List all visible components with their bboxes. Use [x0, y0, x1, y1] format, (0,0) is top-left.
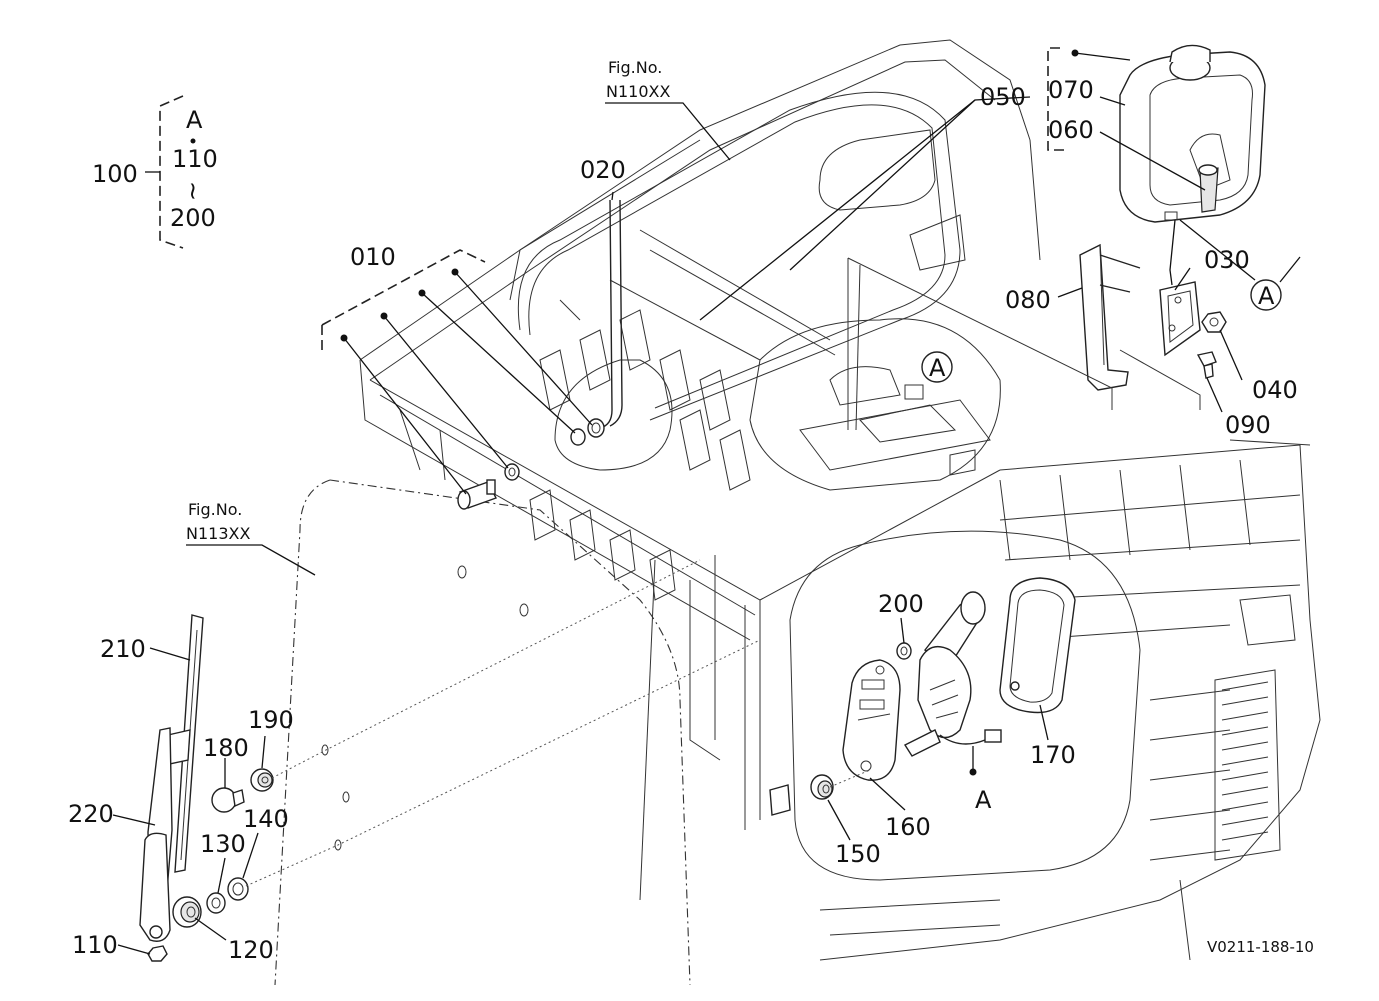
label-200: 200 — [878, 590, 924, 618]
nut-110 — [147, 945, 168, 962]
upper-lattice — [529, 309, 751, 601]
label-140: 140 — [243, 805, 289, 833]
circle-a-text-center: A — [929, 354, 946, 382]
fig-ref-1-line2: N110XX — [606, 82, 670, 101]
tank-bracket-080 — [1079, 243, 1141, 391]
figure-references: Fig.No. N110XX Fig.No. N113XX — [186, 58, 670, 543]
grommet-150 — [810, 774, 834, 800]
tank-bracket-030 — [1159, 281, 1201, 357]
group-100-tilde: ~ — [179, 181, 207, 201]
wiper-blade-210 — [164, 614, 204, 873]
group-100-mid: 110 — [172, 145, 218, 173]
bolt-090 — [1196, 351, 1217, 379]
cap-180 — [211, 787, 245, 813]
motor-plate-160 — [842, 659, 901, 781]
detail-bubble-upper — [554, 318, 1001, 491]
label-090: 090 — [1225, 411, 1271, 439]
fig-ref-1-line1: Fig.No. — [608, 58, 662, 77]
label-160: 160 — [885, 813, 931, 841]
group-100-top: A — [186, 106, 203, 134]
label-180: 180 — [203, 734, 249, 762]
door-panel — [274, 479, 691, 986]
engine-grille — [819, 439, 1321, 961]
washer-200 — [896, 642, 912, 660]
alignment-lines — [245, 559, 871, 887]
nut-190 — [250, 768, 274, 792]
fig-ref-2-line2: N113XX — [186, 524, 250, 543]
washer-tank — [1119, 44, 1266, 223]
label-100: 100 — [92, 160, 138, 188]
label-010: 010 — [350, 243, 396, 271]
wiper-motor — [903, 591, 1002, 776]
label-040: 040 — [1252, 376, 1298, 404]
label-060: 060 — [1048, 116, 1094, 144]
label-020: 020 — [580, 156, 626, 184]
label-070: 070 — [1048, 76, 1094, 104]
leader-lines — [112, 47, 1301, 955]
circle-a-ref-tank — [1250, 279, 1282, 311]
cab-roof-outline — [359, 39, 1041, 901]
washer-140 — [227, 877, 249, 901]
label-080: 080 — [1005, 286, 1051, 314]
washer-nozzle-010 — [457, 418, 605, 510]
label-220: 220 — [68, 800, 114, 828]
part-labels: 010 020 030 040 050 060 070 080 090 100 … — [68, 76, 1298, 964]
panel-clip — [769, 784, 791, 816]
washer-130 — [206, 892, 226, 914]
label-190: 190 — [248, 706, 294, 734]
label-150: 150 — [835, 840, 881, 868]
label-210: 210 — [100, 635, 146, 663]
label-120: 120 — [228, 936, 274, 964]
washer-hose-050 — [599, 199, 623, 429]
circle-a-text-tank: A — [1258, 282, 1275, 310]
group-100-bottom: 200 — [170, 204, 216, 232]
label-130: 130 — [200, 830, 246, 858]
drawing-code: V0211-188-10 — [1207, 938, 1314, 956]
label-050: 050 — [980, 83, 1026, 111]
motor-cover-170 — [999, 577, 1076, 714]
label-110: 110 — [72, 931, 118, 959]
label-170: 170 — [1030, 741, 1076, 769]
detail-bubble-lower — [789, 530, 1141, 881]
circle-a-ref-center — [921, 351, 953, 383]
wiper-arm-220 — [139, 727, 173, 942]
point-a-label: A — [975, 786, 992, 814]
label-030: 030 — [1204, 246, 1250, 274]
fig-ref-2-line1: Fig.No. — [188, 500, 242, 519]
spindle-120 — [172, 896, 202, 928]
nut-040 — [1201, 311, 1227, 333]
group-100-range: A 110 ~ 200 — [170, 106, 218, 232]
